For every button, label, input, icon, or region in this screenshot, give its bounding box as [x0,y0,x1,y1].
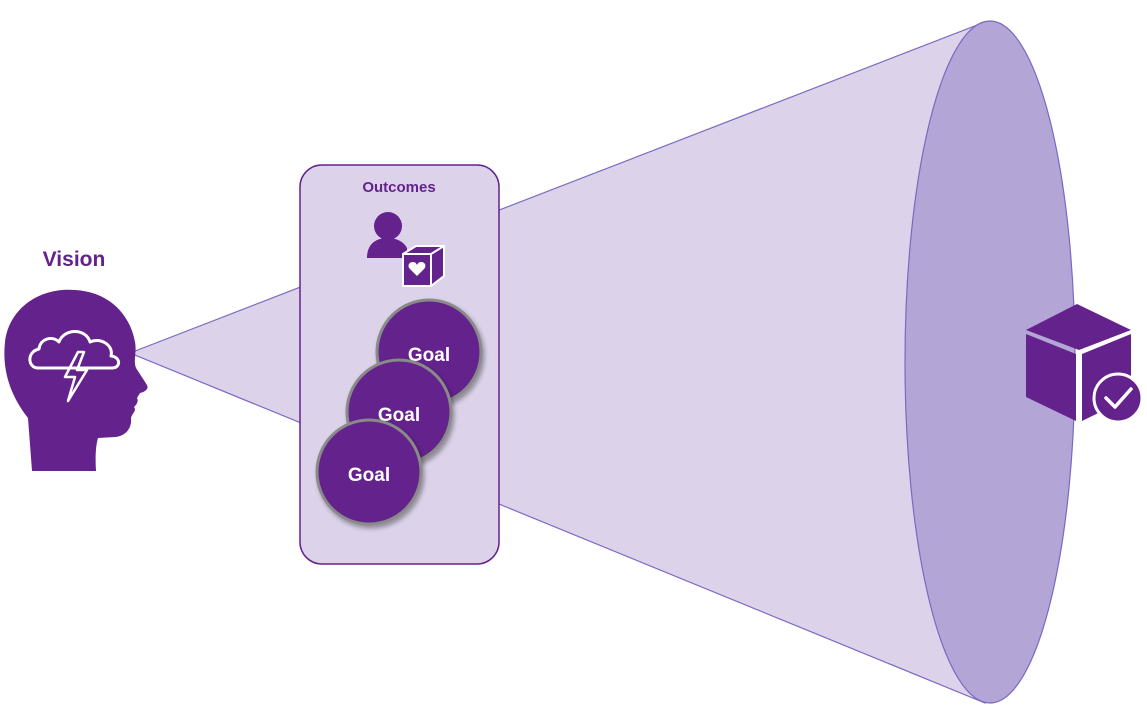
box-with-checkmark-icon [1026,304,1144,424]
vision-label: Vision [43,248,106,271]
goal-label: Goal [378,405,420,426]
goal-label: Goal [348,465,390,486]
person-with-heart-box-icon [367,212,445,287]
head-with-storm-cloud-icon [4,289,148,471]
goal-label: Goal [408,345,450,366]
goal-circle: Goal [315,418,423,526]
vision-cone [128,21,986,704]
outcomes-title: Outcomes [362,179,435,196]
